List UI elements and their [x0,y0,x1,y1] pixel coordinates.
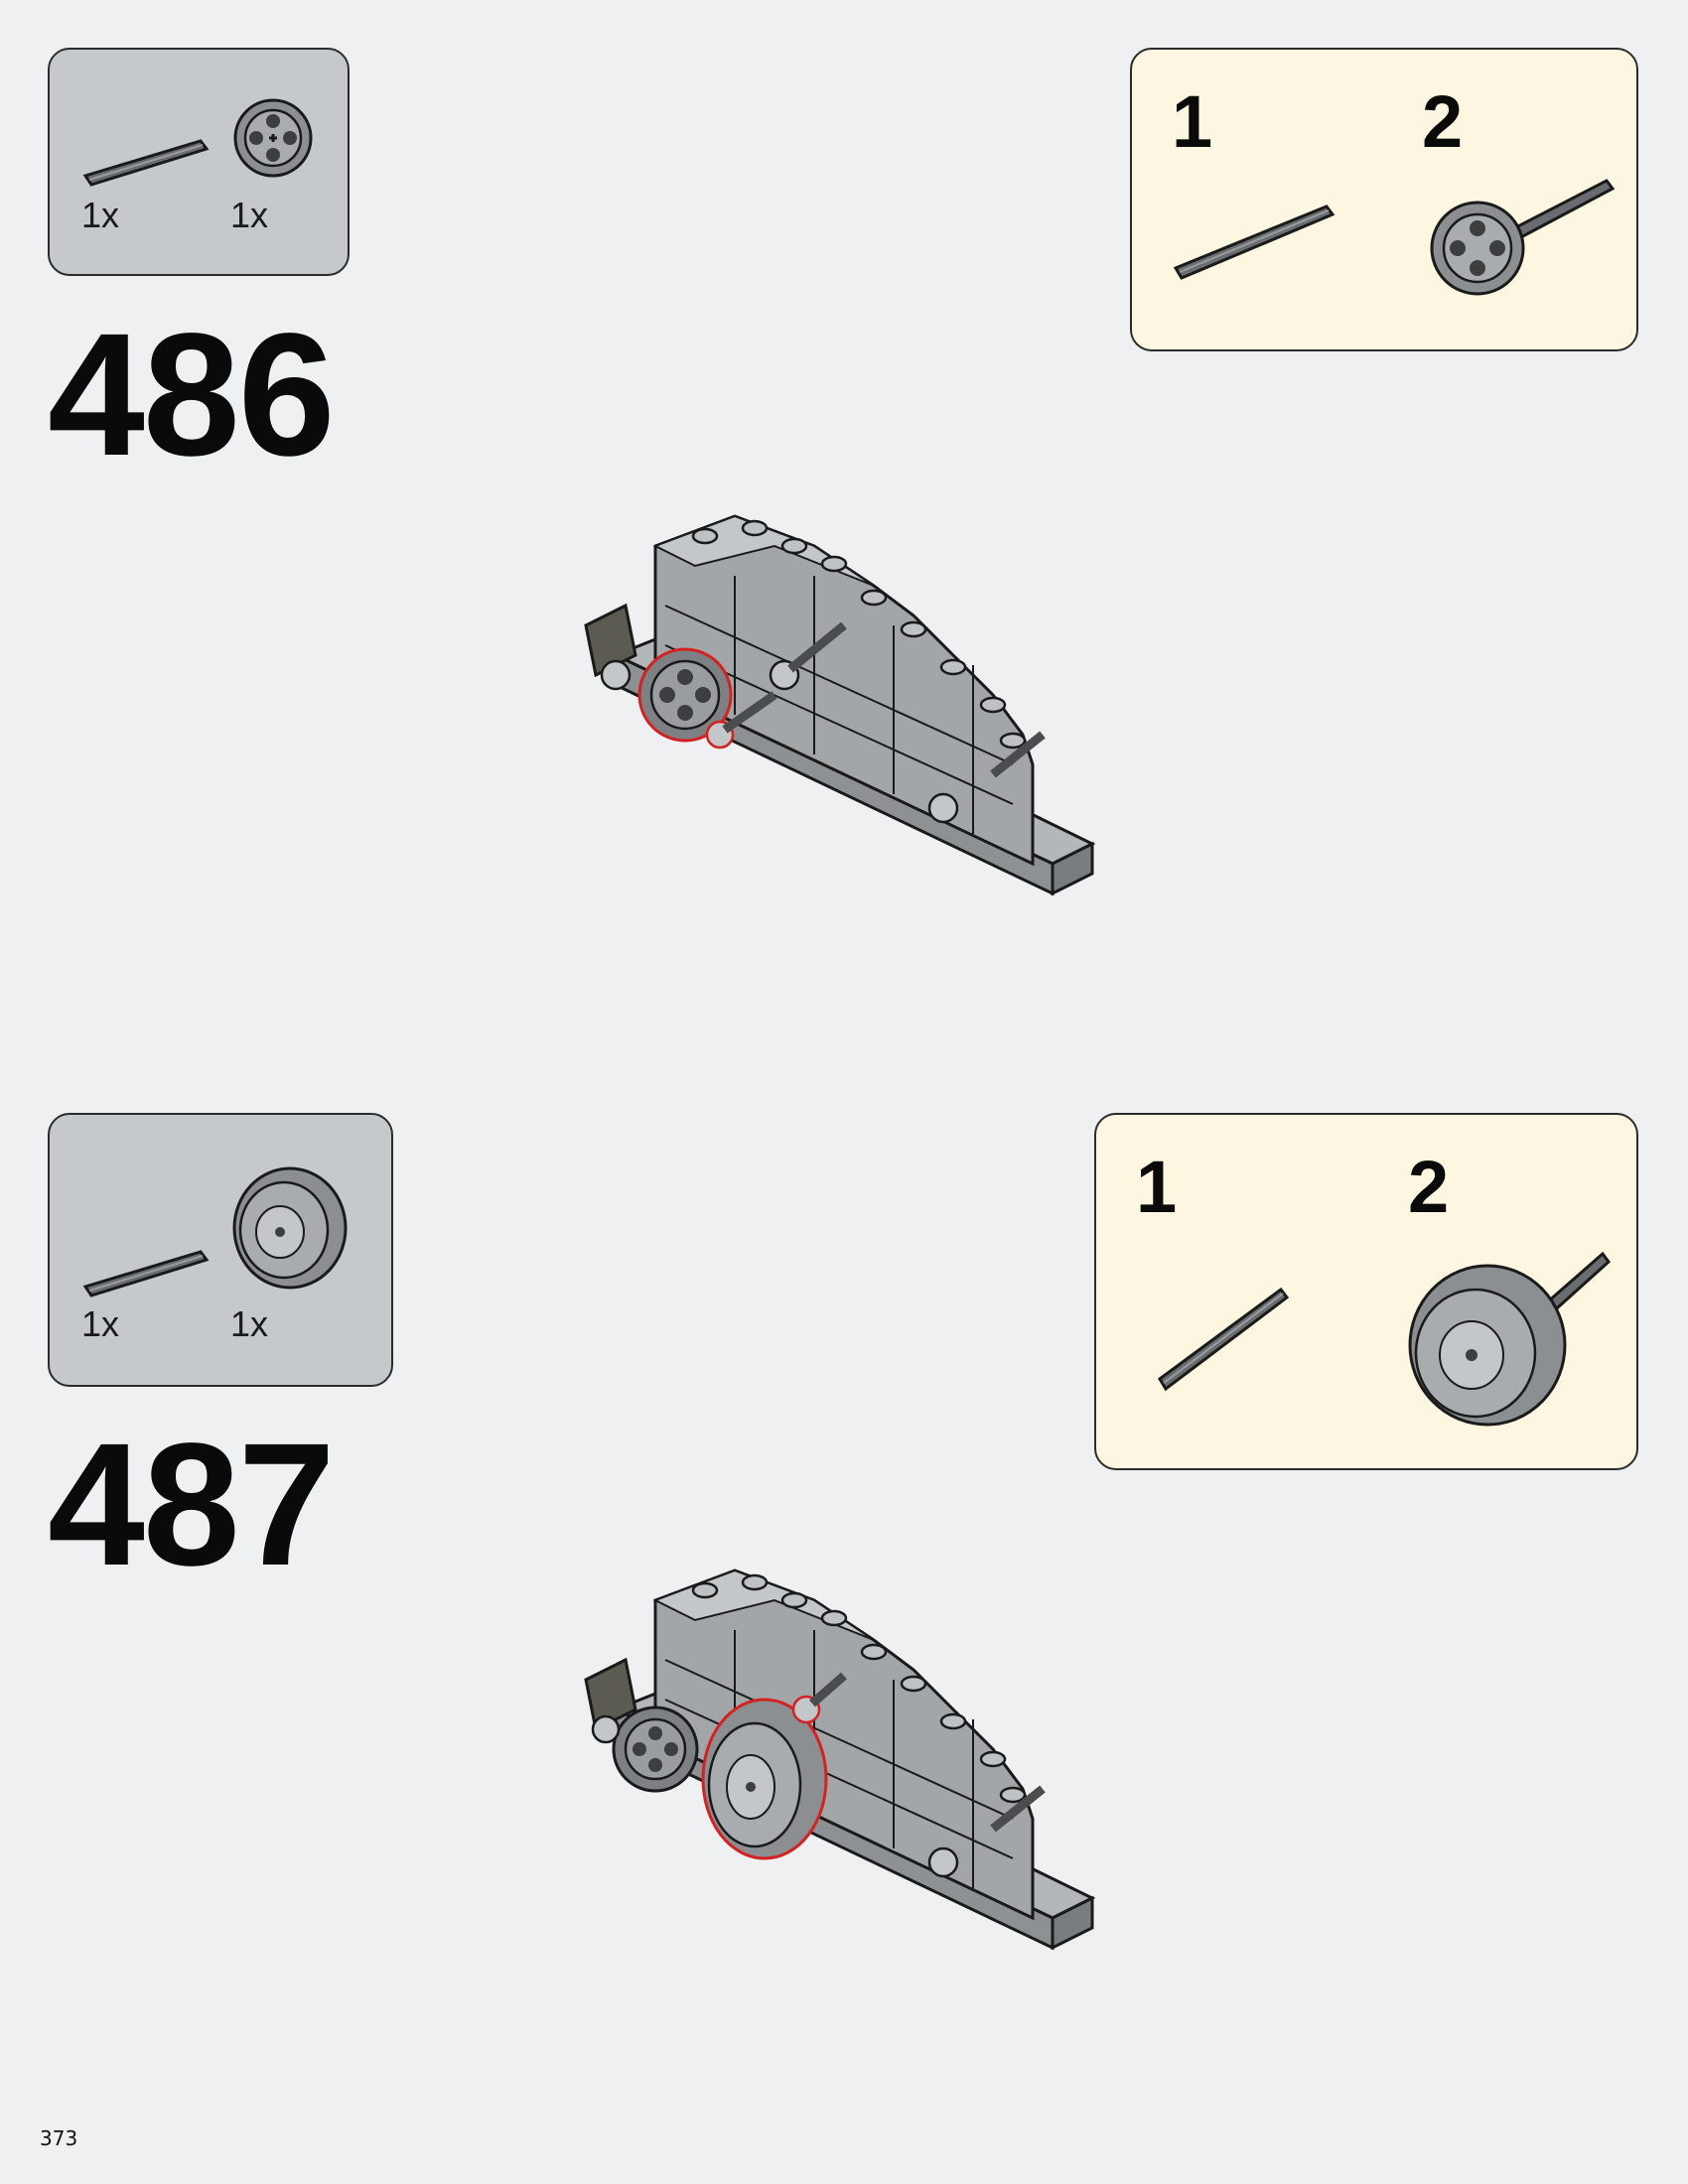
page-number: 373 [40,2126,78,2150]
step-486: 1x 1x 486 1 2 [0,0,1688,1064]
part-quantity: 1x [81,1303,120,1344]
axle-icon [1158,1287,1290,1392]
substep-number: 2 [1408,1146,1450,1228]
axle-with-wheel-icon [1430,179,1616,296]
wedge-belt-wheel-icon [233,98,313,178]
axle-icon [82,1250,210,1297]
step-487: 1x 1x 487 1 2 [0,1064,1688,2128]
axle-icon [1173,205,1336,280]
step-number: 486 [48,298,336,492]
step-number: 487 [48,1408,336,1602]
part-quantity: 1x [230,1303,269,1344]
assembly-model [584,514,1096,896]
substep-number: 2 [1422,80,1464,163]
part-quantity: 1x [81,195,120,235]
part-quantity: 1x [230,195,269,235]
axle-icon [82,139,210,187]
axle-with-rim-icon [1408,1251,1612,1427]
submodel-callout: 1 2 [1094,1113,1638,1470]
assembly-model [584,1569,1096,1951]
substep-number: 1 [1172,80,1213,163]
submodel-callout: 1 2 [1130,48,1638,351]
parts-list: 1x 1x [48,48,350,276]
substep-number: 1 [1136,1146,1178,1228]
parts-list: 1x 1x [48,1113,393,1387]
rim-icon [232,1166,348,1290]
